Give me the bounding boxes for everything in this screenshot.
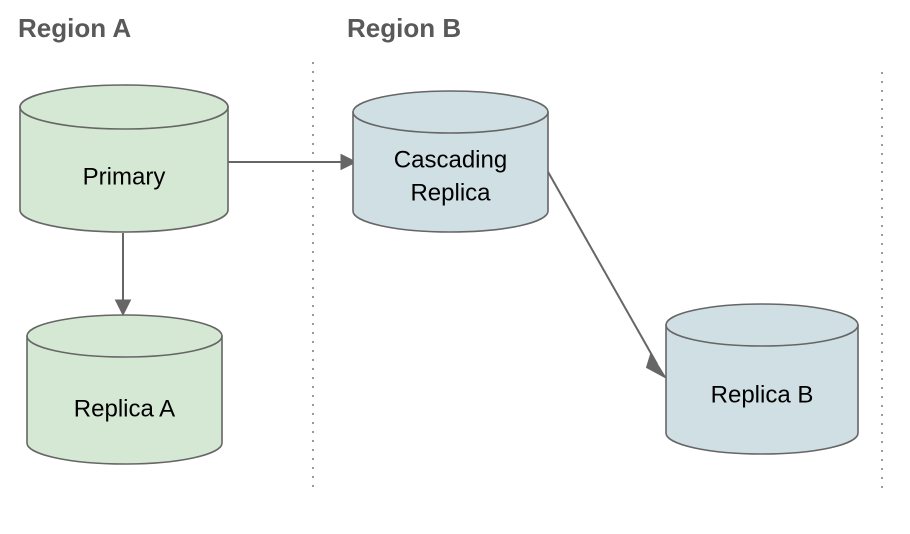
edge-cascading-replica-to-replica-b xyxy=(542,162,668,380)
edge-line xyxy=(542,162,658,365)
node-label-replica-a: Replica A xyxy=(74,395,175,422)
arrowhead-icon xyxy=(114,299,132,317)
cylinder-top xyxy=(26,314,223,358)
node-cascading-replica[interactable]: Cascading Replica xyxy=(352,90,549,233)
region-label-a: Region A xyxy=(18,13,131,43)
cylinder-body xyxy=(19,106,229,233)
region-label-b: Region B xyxy=(347,13,461,43)
node-replica-b[interactable]: Replica B xyxy=(665,303,859,455)
arrowhead-icon xyxy=(340,153,358,171)
node-label-replica-b: Replica B xyxy=(711,381,814,408)
node-label-cascading-replica-line-2: Replica xyxy=(410,179,491,206)
arrowhead-icon xyxy=(645,352,668,380)
edge-primary-to-replica-a xyxy=(114,233,132,317)
cylinder-body xyxy=(26,335,223,465)
node-label-primary: Primary xyxy=(83,163,166,190)
edge-primary-to-cascading-replica xyxy=(228,153,358,171)
node-label-cascading-replica-line-1: Cascading xyxy=(394,146,507,173)
cylinder-body xyxy=(352,111,549,233)
cylinder-top xyxy=(19,84,229,130)
node-replica-a[interactable]: Replica A xyxy=(26,314,223,465)
cylinder-top xyxy=(665,303,859,347)
cylinder-top xyxy=(352,90,549,134)
node-primary[interactable]: Primary xyxy=(19,84,229,233)
cylinder-body xyxy=(665,324,859,455)
